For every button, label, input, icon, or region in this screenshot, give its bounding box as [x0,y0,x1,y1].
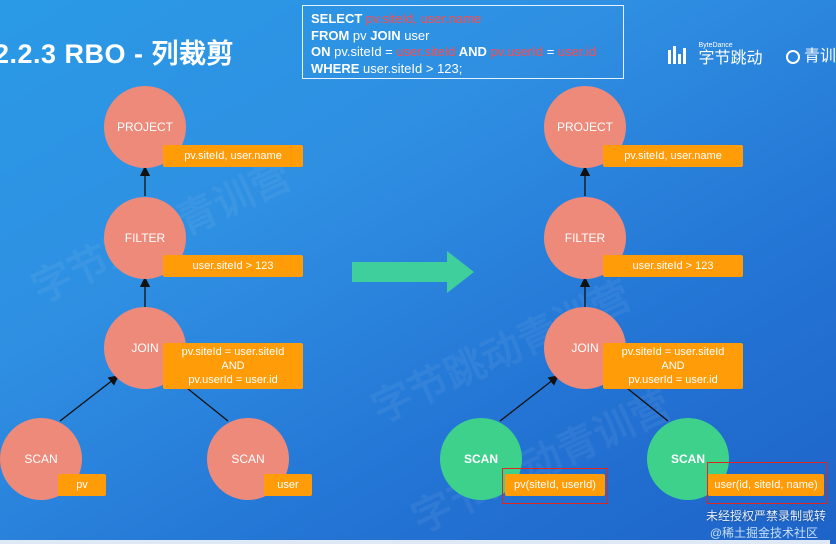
edge-scan-pv-to-join [499,375,560,422]
sql-text: user [400,27,430,43]
right-scan-pv-label: pv(siteId, userId) [505,474,605,496]
left-scan-pv-label: pv [58,474,106,496]
left-filter-label: user.siteId > 123 [163,255,303,277]
sql-keyword: SELECT [311,11,363,26]
qingxun-logo-text: 青训 [804,48,836,65]
sql-text: pv.userId [490,44,544,59]
left-project-label: pv.siteId, user.name [163,145,303,167]
sql-keyword: JOIN [370,27,401,43]
source-watermark: @稀土掘金技术社区 [709,526,818,540]
sql-text: pv.siteId, user.name [362,11,482,26]
bytedance-logo-small-text: ByteDance [698,42,733,49]
qingxun-logo: 青训 [786,42,836,66]
sql-line-from: FROM pv JOIN user [311,28,615,45]
right-scan-user-label: user(id, siteId, name) [708,474,824,496]
sql-line-where: WHERE user.siteId > 123; [311,61,615,78]
bytedance-logo-text: 字节跳动 [698,50,763,67]
sql-keyword: ON [311,44,331,59]
copyright-notice: 未经授权严禁录制或转 [705,509,826,523]
sql-text: pv.siteId = [330,44,397,59]
right-filter-label: user.siteId > 123 [603,255,743,277]
bottom-bar [0,540,830,544]
sql-line-select: SELECT pv.siteId, user.name [311,11,615,28]
right-project-label: pv.siteId, user.name [603,145,743,167]
sql-query-box: SELECT pv.siteId, user.name FROM pv JOIN… [302,5,624,79]
bytedance-logo: ByteDance 字节跳动 [668,42,762,68]
transform-arrow-icon [352,251,474,293]
qingxun-circle-icon [786,49,800,64]
slide-title: 2.2.3 RBO - 列裁剪 [0,39,235,69]
sql-keyword: FROM [311,27,350,43]
sql-keyword: WHERE [311,60,360,76]
sql-text: user.siteId > 123; [359,60,463,76]
sql-text: = [543,44,558,59]
sql-text: pv [349,27,371,43]
sql-text: user.id [557,44,597,59]
highlight-box [502,468,608,504]
sql-text: user.siteId [396,44,456,59]
edge-scan-pv-to-join [59,375,120,422]
sql-keyword: AND [455,44,491,59]
sql-line-on: ON pv.siteId = user.siteId AND pv.userId… [311,44,615,61]
left-scan-user-label: user [264,474,312,496]
highlight-box [707,462,827,504]
bytedance-bars-icon [668,46,688,64]
